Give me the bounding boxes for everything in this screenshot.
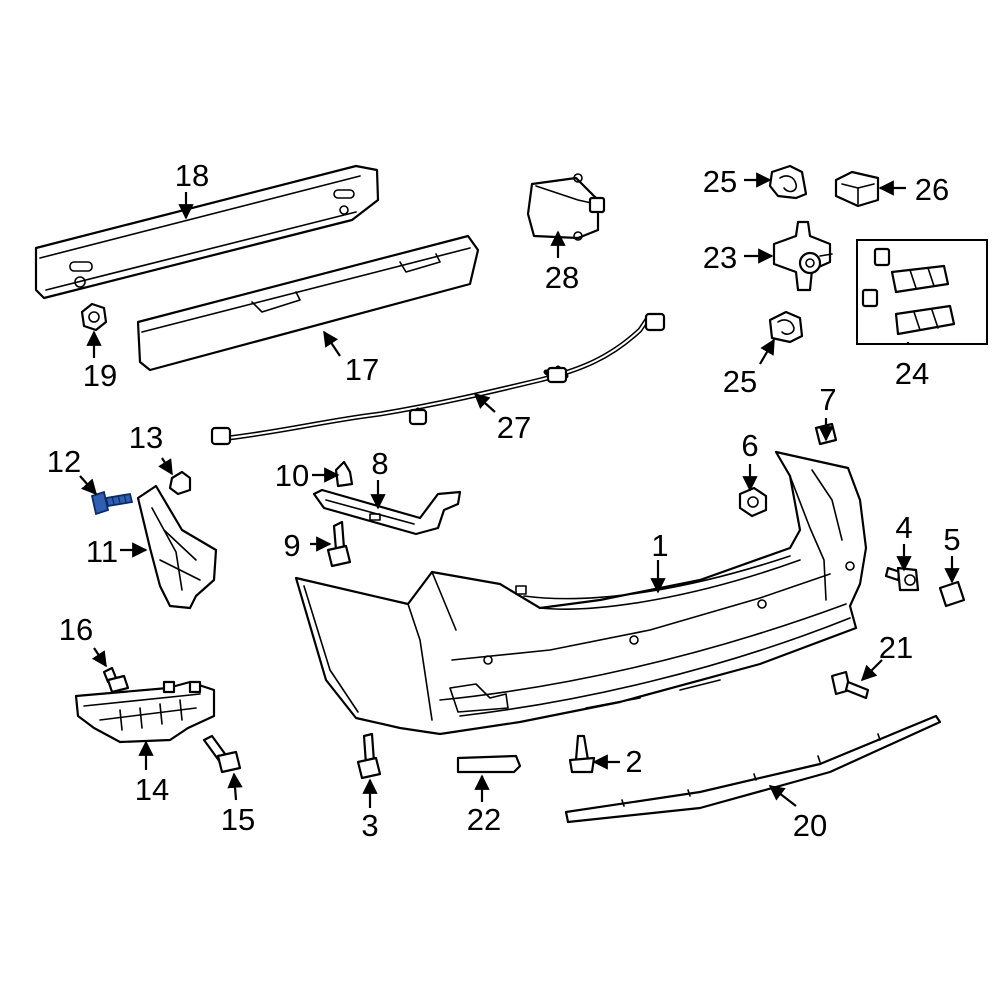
- callout-2: 2: [625, 744, 642, 779]
- lower-molding[interactable]: [564, 714, 942, 824]
- callout-20: 20: [793, 808, 827, 843]
- lower-bracket[interactable]: [74, 680, 216, 744]
- callout-5: 5: [943, 522, 960, 557]
- callout-12: 12: [47, 444, 81, 479]
- callout-8: 8: [371, 446, 388, 481]
- screw-16[interactable]: [102, 666, 130, 694]
- callout-16: 16: [59, 612, 93, 647]
- callout-10: 10: [275, 458, 309, 493]
- callout-17: 17: [345, 352, 379, 387]
- callout-labels: 18 19 17 28 27 25 26 23 25 24 7 13 12 10…: [47, 158, 961, 843]
- callout-13: 13: [129, 420, 163, 455]
- callout-25-lower: 25: [723, 364, 757, 399]
- bumper-cover[interactable]: [294, 450, 868, 736]
- callout-9: 9: [283, 528, 300, 563]
- sensor-retainer-upper[interactable]: [768, 164, 808, 200]
- callout-27: 27: [497, 410, 531, 445]
- control-module[interactable]: [526, 173, 606, 241]
- callout-19: 19: [83, 358, 117, 393]
- callout-24: 24: [895, 356, 929, 391]
- side-bracket-11[interactable]: [136, 484, 218, 610]
- reflector[interactable]: [456, 754, 522, 774]
- callout-7: 7: [819, 382, 836, 417]
- reinforcement-bar[interactable]: [34, 164, 380, 300]
- sensor-kit[interactable]: [856, 239, 988, 345]
- callout-15: 15: [221, 802, 255, 837]
- callout-1: 1: [651, 528, 668, 563]
- clip-13[interactable]: [168, 470, 192, 496]
- callout-28: 28: [545, 260, 579, 295]
- callout-18: 18: [175, 158, 209, 193]
- clip-5[interactable]: [938, 580, 966, 608]
- callout-6: 6: [741, 428, 758, 463]
- bolt-highlighted[interactable]: [90, 490, 134, 516]
- sensor-retainer-lower[interactable]: [768, 310, 804, 344]
- bolt-9[interactable]: [326, 520, 352, 568]
- leader-lines: [79, 172, 960, 808]
- parking-sensor[interactable]: [772, 220, 833, 292]
- bolt-15[interactable]: [202, 734, 242, 774]
- bolt-4[interactable]: [884, 566, 920, 592]
- nut-6[interactable]: [738, 486, 768, 518]
- callout-22: 22: [467, 802, 501, 837]
- energy-absorber[interactable]: [136, 234, 480, 372]
- callout-14: 14: [135, 772, 169, 807]
- callout-26: 26: [915, 172, 949, 207]
- callout-11: 11: [86, 534, 118, 569]
- callout-3: 3: [361, 808, 378, 843]
- clip-10[interactable]: [334, 460, 354, 488]
- nut-19[interactable]: [80, 302, 108, 332]
- bolt-21[interactable]: [830, 670, 870, 700]
- callout-21: 21: [879, 630, 913, 665]
- callout-25-upper: 25: [703, 164, 737, 199]
- push-clip[interactable]: [568, 734, 596, 774]
- bolt-3[interactable]: [356, 732, 382, 780]
- callout-23: 23: [703, 240, 737, 275]
- clip-26[interactable]: [834, 170, 880, 208]
- side-support-bracket[interactable]: [312, 488, 462, 536]
- callout-4: 4: [895, 510, 912, 545]
- wiring-harness[interactable]: [210, 312, 666, 446]
